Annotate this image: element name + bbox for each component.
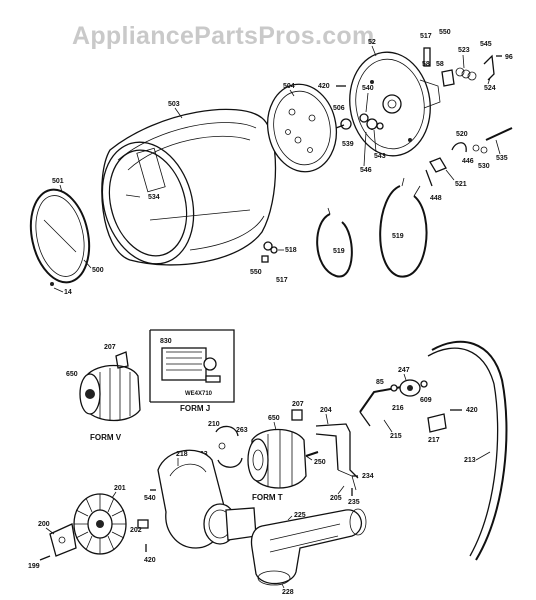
label-500: 500 xyxy=(92,267,104,274)
label-202: 202 xyxy=(130,527,142,534)
label-218: 218 xyxy=(176,451,188,458)
blower-housing xyxy=(157,449,257,549)
label-506: 506 xyxy=(333,105,345,112)
label-830: 830 xyxy=(160,338,172,345)
form-j-inset xyxy=(149,329,235,403)
label-543: 543 xyxy=(374,153,386,160)
label-207-formv: 207 xyxy=(104,344,116,351)
label-207-formt: 207 xyxy=(292,401,304,408)
blower-wheel xyxy=(73,493,127,555)
label-217: 217 xyxy=(428,437,440,444)
label-96: 96 xyxy=(505,54,513,61)
label-530: 530 xyxy=(478,163,490,170)
label-form-v: FORM V xyxy=(90,433,122,442)
label-216: 216 xyxy=(392,405,404,412)
label-58-a: 58 xyxy=(422,61,430,68)
idler-arm-assembly xyxy=(359,379,428,427)
label-225: 225 xyxy=(294,512,306,519)
label-we4x710: WE4X710 xyxy=(185,391,213,397)
label-518: 518 xyxy=(285,247,297,254)
label-550-top: 550 xyxy=(439,29,451,36)
label-609: 609 xyxy=(420,397,432,404)
motor-mount-bracket xyxy=(315,423,359,491)
watermark: AppliancePartsPros.com xyxy=(72,22,375,50)
label-650-formt: 650 xyxy=(268,415,280,422)
right-side-hardware xyxy=(425,127,513,187)
label-540-bottom: 540 xyxy=(144,495,156,502)
drive-belt-213 xyxy=(427,340,508,561)
top-right-hardware xyxy=(423,47,502,87)
label-504: 504 xyxy=(283,83,295,90)
label-519-a: 519 xyxy=(333,248,345,255)
label-210: 210 xyxy=(208,421,220,428)
label-form-t: FORM T xyxy=(252,493,283,502)
label-228: 228 xyxy=(282,589,294,596)
label-448: 448 xyxy=(430,195,442,202)
label-550-mid: 550 xyxy=(250,269,262,276)
switch-plate-217 xyxy=(427,413,447,433)
label-517-top: 517 xyxy=(420,33,432,40)
label-215: 215 xyxy=(390,433,402,440)
label-520: 520 xyxy=(456,131,468,138)
label-523: 523 xyxy=(458,47,470,54)
label-199: 199 xyxy=(28,563,40,570)
label-503: 503 xyxy=(168,101,180,108)
label-form-j: FORM J xyxy=(180,404,210,413)
label-420-right: 420 xyxy=(466,407,478,414)
drum-shaft-hardware xyxy=(335,113,384,130)
blower-bracket xyxy=(39,523,77,561)
label-517-mid: 517 xyxy=(276,277,288,284)
label-524: 524 xyxy=(484,85,496,92)
label-263: 263 xyxy=(236,427,248,434)
drum-front-seal-ring xyxy=(29,188,91,286)
label-446: 446 xyxy=(462,158,474,165)
part-207-block xyxy=(291,409,303,421)
label-235-bottom: 235 xyxy=(348,499,360,506)
label-519-b: 519 xyxy=(392,233,404,240)
label-521: 521 xyxy=(455,181,467,188)
drum-rear-panel xyxy=(267,83,337,173)
label-250: 250 xyxy=(314,459,326,466)
motor-clamps xyxy=(215,425,243,468)
drum-belt-large xyxy=(379,177,428,278)
label-650-formv: 650 xyxy=(66,371,78,378)
form-t-motor xyxy=(247,428,319,489)
drum-belt-small xyxy=(316,207,353,278)
part-202-clip xyxy=(137,519,149,529)
drum xyxy=(101,108,277,266)
label-201: 201 xyxy=(114,485,126,492)
exhaust-duct xyxy=(250,508,367,586)
label-234: 234 xyxy=(362,473,374,480)
label-546: 546 xyxy=(360,167,372,174)
label-420-bottom: 420 xyxy=(144,557,156,564)
label-204: 204 xyxy=(320,407,332,414)
label-539: 539 xyxy=(342,141,354,148)
label-540: 540 xyxy=(362,85,374,92)
form-v-motor xyxy=(79,351,141,422)
label-200: 200 xyxy=(38,521,50,528)
label-501: 501 xyxy=(52,178,64,185)
label-205: 205 xyxy=(330,495,342,502)
label-52: 52 xyxy=(368,39,376,46)
label-14: 14 xyxy=(64,289,72,296)
label-545: 545 xyxy=(480,41,492,48)
label-420-top: 420 xyxy=(318,83,330,90)
idler-hardware xyxy=(261,241,278,263)
label-247: 247 xyxy=(398,367,410,374)
label-85: 85 xyxy=(376,379,384,386)
label-535: 535 xyxy=(496,155,508,162)
label-534: 534 xyxy=(148,194,160,201)
label-213: 213 xyxy=(464,457,476,464)
label-58: 58 xyxy=(436,61,444,68)
